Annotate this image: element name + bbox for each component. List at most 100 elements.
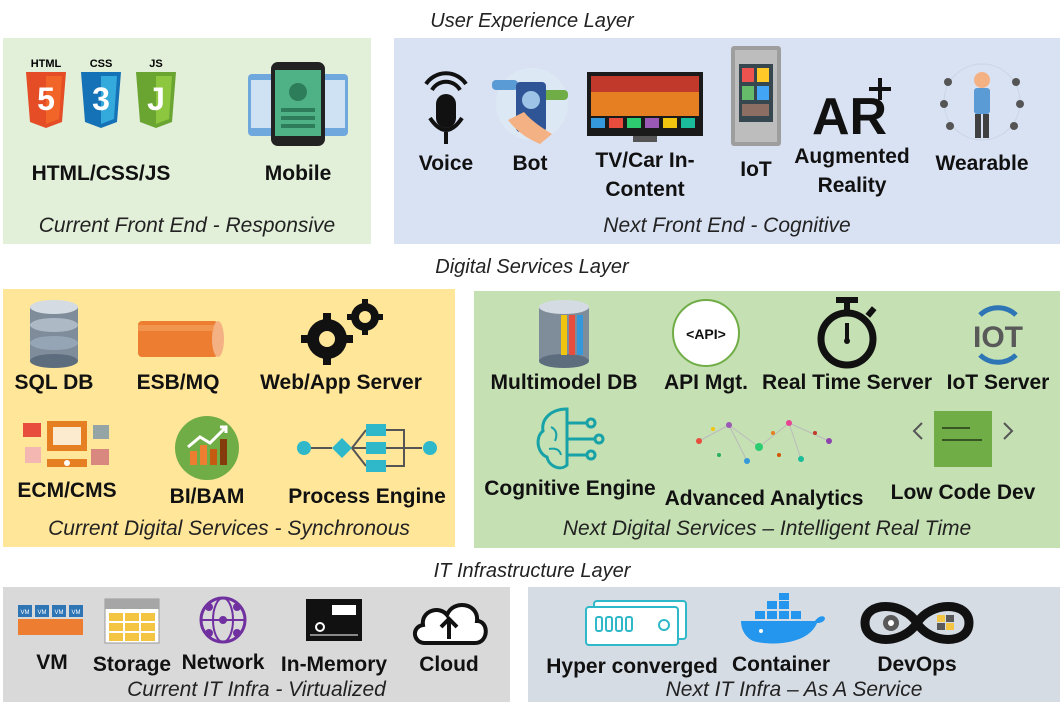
tv-item: TV/Car In-Content xyxy=(580,68,710,204)
ux-current-caption: Current Front End - Responsive xyxy=(38,214,336,237)
gears-icon xyxy=(301,299,383,365)
vm-icon: VM VM VM VM xyxy=(18,605,83,635)
ecm-cms-item: ECM/CMS xyxy=(9,413,125,505)
pipe-icon xyxy=(138,321,224,357)
sql-db-label: SQL DB xyxy=(14,371,94,394)
storage-label: Storage xyxy=(92,653,172,676)
esb-mq-item: ESB/MQ xyxy=(123,307,233,397)
it-current-caption: Current IT Infra - Virtualized xyxy=(127,678,386,701)
it-layer-title: IT Infrastructure Layer xyxy=(433,560,631,582)
iot-server-item: IOT IoT Server xyxy=(940,297,1056,397)
network-globe-icon xyxy=(199,596,247,644)
voice-label: Voice xyxy=(418,152,474,175)
low-code-dev-label: Low Code Dev xyxy=(890,481,1036,504)
ds-layer-title: Digital Services Layer xyxy=(435,256,629,278)
cognitive-engine-label: Cognitive Engine xyxy=(484,477,656,500)
container-label: Container xyxy=(731,653,830,676)
iot-label: IoT xyxy=(740,158,772,181)
ar-text: AR xyxy=(812,88,887,142)
api-mgt-label: API Mgt. xyxy=(664,371,748,394)
database-icon xyxy=(30,300,78,368)
ar-item: AR Augmented Reality xyxy=(790,72,914,200)
wearable-label: Wearable xyxy=(935,152,1029,175)
fridge-icon xyxy=(731,46,781,146)
process-engine-label: Process Engine xyxy=(288,485,446,508)
hyper-converged-item: Hyper converged xyxy=(542,595,722,681)
ds-current-caption: Current Digital Services - Synchronous xyxy=(48,517,410,540)
docker-whale-icon xyxy=(741,593,825,644)
ecm-icon xyxy=(23,421,109,467)
html-css-js-label: HTML/CSS/JS xyxy=(31,162,171,185)
html-css-js-item: HTML 5 CSS 3 JS J HTML/CSS/JS xyxy=(21,56,181,188)
vm-box-4: VM xyxy=(72,610,81,616)
cloud-item: Cloud xyxy=(399,595,499,679)
hyper-converged-label: Hyper converged xyxy=(546,655,718,678)
bot-item: Bot xyxy=(486,64,574,178)
tv-icon xyxy=(587,72,703,142)
html5-number: 5 xyxy=(37,81,55,117)
ds-current-panel: SQL DB ESB/MQ Web/App Server xyxy=(3,289,455,547)
web-app-server-item: Web/App Server xyxy=(255,295,427,397)
web-app-server-label: Web/App Server xyxy=(260,371,422,394)
vm-item: VM VM VM VM VM xyxy=(9,595,95,677)
container-item: Container xyxy=(724,593,838,679)
iot-server-label: IoT Server xyxy=(946,371,1050,394)
in-memory-label: In-Memory xyxy=(280,653,388,676)
chart-icon xyxy=(175,416,239,480)
mobile-item: Mobile xyxy=(238,56,358,188)
css-badge-text: CSS xyxy=(90,58,113,70)
api-mgt-item: <API> API Mgt. xyxy=(660,297,752,397)
esb-mq-label: ESB/MQ xyxy=(136,371,220,394)
process-flow-icon xyxy=(297,424,437,472)
html-badge-text: HTML xyxy=(31,58,62,70)
bi-bam-item: BI/BAM xyxy=(157,415,257,511)
vm-box-2: VM xyxy=(38,610,47,616)
cloud-upload-icon xyxy=(413,603,488,645)
ux-next-caption: Next Front End - Cognitive xyxy=(603,214,851,237)
devops-label: DevOps xyxy=(877,653,957,676)
multimodel-db-item: Multimodel DB xyxy=(484,297,644,397)
multimodel-db-icon xyxy=(539,300,589,368)
network-item: Network xyxy=(177,593,269,677)
real-time-server-label: Real Time Server xyxy=(761,371,933,394)
vm-label: VM xyxy=(36,651,68,674)
js-badge-text: JS xyxy=(149,58,162,70)
cloud-label: Cloud xyxy=(419,653,479,676)
api-icon: <API> xyxy=(672,299,740,367)
bi-bam-label: BI/BAM xyxy=(169,485,245,508)
ux-layer-title: User Experience Layer xyxy=(430,10,634,32)
mobile-icon xyxy=(248,62,348,146)
mobile-label: Mobile xyxy=(264,162,332,185)
stopwatch-icon xyxy=(817,297,877,369)
bot-icon xyxy=(492,68,568,144)
it-next-caption: Next IT Infra – As A Service xyxy=(665,678,923,701)
devops-item: DevOps xyxy=(850,595,984,679)
wearable-item: Wearable xyxy=(922,60,1042,178)
network-label: Network xyxy=(181,651,265,674)
analytics-network-icon xyxy=(696,420,832,464)
voice-icon xyxy=(424,71,468,144)
voice-item: Voice xyxy=(404,62,488,178)
js-number: J xyxy=(147,81,165,117)
low-code-dev-item: Low Code Dev xyxy=(878,405,1048,507)
ds-next-panel: Multimodel DB <API> API Mgt. Real Time S… xyxy=(474,291,1060,548)
iot-text: IOT xyxy=(973,321,1023,354)
multimodel-db-label: Multimodel DB xyxy=(490,371,638,394)
iot-item: IoT xyxy=(724,44,788,184)
real-time-server-item: Real Time Server xyxy=(760,295,934,397)
ux-current-panel: HTML 5 CSS 3 JS J HTML/CSS/JS xyxy=(3,38,371,244)
advanced-analytics-label: Advanced Analytics xyxy=(664,487,864,510)
in-memory-item: In-Memory xyxy=(273,595,395,679)
ar-icon: AR xyxy=(812,78,891,142)
memory-chip-icon xyxy=(306,599,362,641)
process-engine-item: Process Engine xyxy=(283,421,451,511)
ux-next-panel: Voice Bot TV/Car In-Content xyxy=(394,38,1060,244)
wearable-icon xyxy=(940,63,1024,141)
it-next-panel: Hyper converged Container DevOps Next IT… xyxy=(528,587,1060,702)
storage-icon xyxy=(104,598,160,644)
ds-next-caption: Next Digital Services – Intelligent Real… xyxy=(562,517,972,540)
cognitive-engine-item: Cognitive Engine xyxy=(478,403,662,503)
html-css-js-icon: HTML 5 CSS 3 JS J xyxy=(26,58,176,128)
css3-number: 3 xyxy=(92,81,110,117)
iot-wifi-icon: IOT xyxy=(973,305,1023,365)
